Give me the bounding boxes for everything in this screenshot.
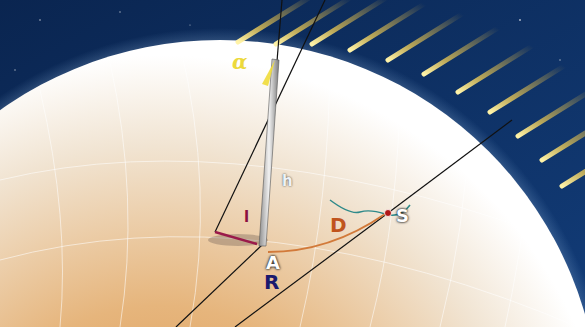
sun-rays xyxy=(238,0,585,186)
arc-distance xyxy=(268,214,385,252)
point-label: S xyxy=(396,207,409,225)
gnomon xyxy=(259,59,279,246)
angle-wedge xyxy=(262,60,275,86)
shadow-label: l xyxy=(244,210,249,225)
meridians xyxy=(0,45,585,327)
point-label: A xyxy=(266,254,280,272)
height-label: h xyxy=(282,174,293,189)
shadow-length xyxy=(215,232,257,244)
earth xyxy=(0,40,585,327)
angle-label: α xyxy=(232,52,247,72)
distance-label: D xyxy=(330,215,347,235)
geometry-lines xyxy=(176,0,512,327)
radius-label: R xyxy=(264,272,279,292)
atmosphere xyxy=(0,28,585,327)
syene-dot xyxy=(385,210,392,217)
